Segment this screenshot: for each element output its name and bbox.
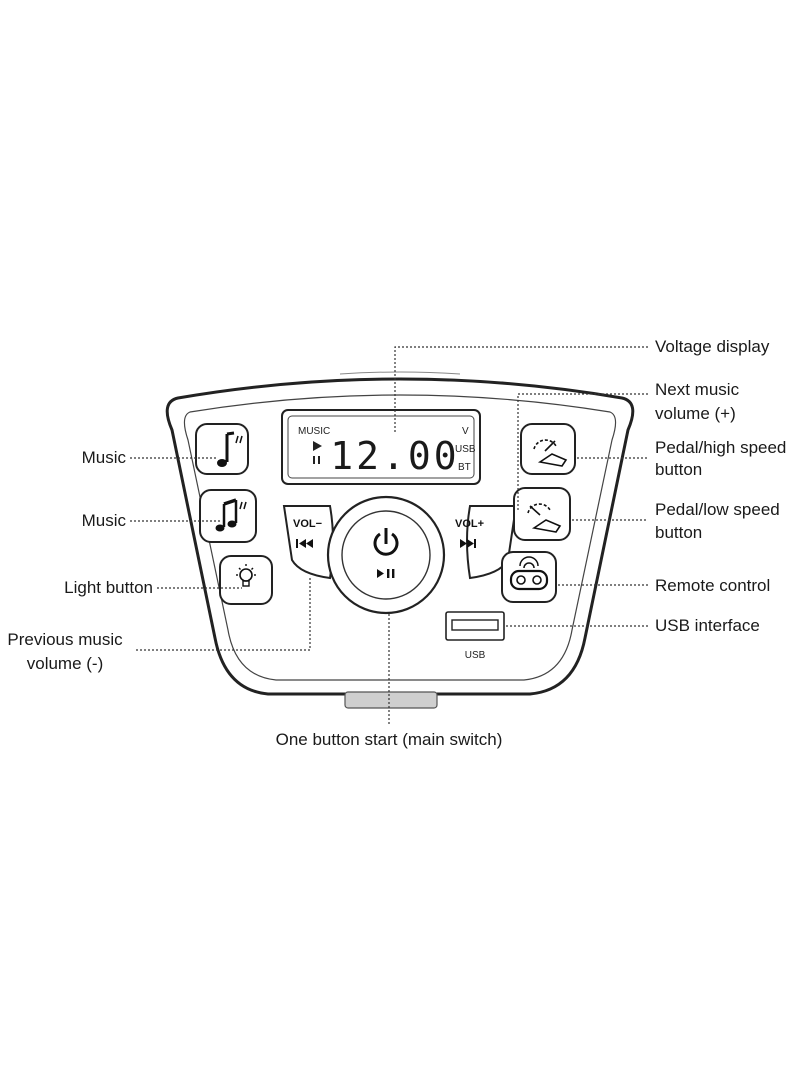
callout-music-1: Music [81,448,126,467]
lcd-time: 12.00 [330,434,459,478]
previous-track-icon [296,539,313,548]
usb-port[interactable]: USB [445,611,505,661]
callout-one-button-start: One button start (main switch) [275,730,503,749]
double-music-note-icon [215,498,247,532]
callout-pedal-high-line1: Pedal/high speed [655,438,787,457]
callout-pedal-low-line1: Pedal/low speed [655,500,780,519]
callout-usb-interface: USB interface [655,616,760,635]
light-bulb-icon [236,564,256,587]
lcd-display: MUSIC 12.00 V USB BT [281,409,481,485]
callout-pedal-low-line2: button [655,523,703,542]
callout-next-music-line2: volume (+) [655,404,736,423]
callout-pedal-high-line2: button [655,460,703,479]
main-power-button[interactable] [326,495,446,615]
next-track-icon [460,539,476,548]
pedal-low-speed-button[interactable] [513,487,571,541]
pedal-high-speed-button[interactable] [520,423,576,475]
music-note-icon [217,431,243,467]
play-icon [313,441,322,451]
power-icon [373,528,399,556]
play-pause-icon [377,569,395,578]
music-button-1[interactable] [195,423,249,475]
pause-icon [313,456,315,464]
usb-port-label: USB [465,650,486,661]
callout-previous-music-line2: volume (-) [26,654,104,673]
lcd-mode-label: MUSIC [298,426,330,437]
callout-light-button: Light button [64,578,153,597]
speedometer-high-icon [533,439,568,467]
callout-voltage-display: Voltage display [655,337,770,356]
speedometer-low-icon [527,503,562,533]
callout-previous-music-line1: Previous music [7,630,123,649]
callout-music-2: Music [81,511,126,530]
lcd-unit-v: V [462,426,469,437]
remote-control-icon [509,556,549,591]
lcd-source-bt: BT [458,462,471,473]
callout-next-music-line1: Next music [655,380,740,399]
vol-minus-button[interactable]: VOL− [282,505,334,580]
lcd-source-usb: USB [455,444,476,455]
music-button-2[interactable] [199,489,257,543]
vol-minus-label: VOL− [293,518,322,530]
light-button[interactable] [219,555,273,605]
callout-remote-control: Remote control [655,576,771,595]
vol-plus-label: VOL+ [455,518,484,530]
leader-lines [130,346,648,724]
remote-control-button[interactable] [501,551,557,603]
